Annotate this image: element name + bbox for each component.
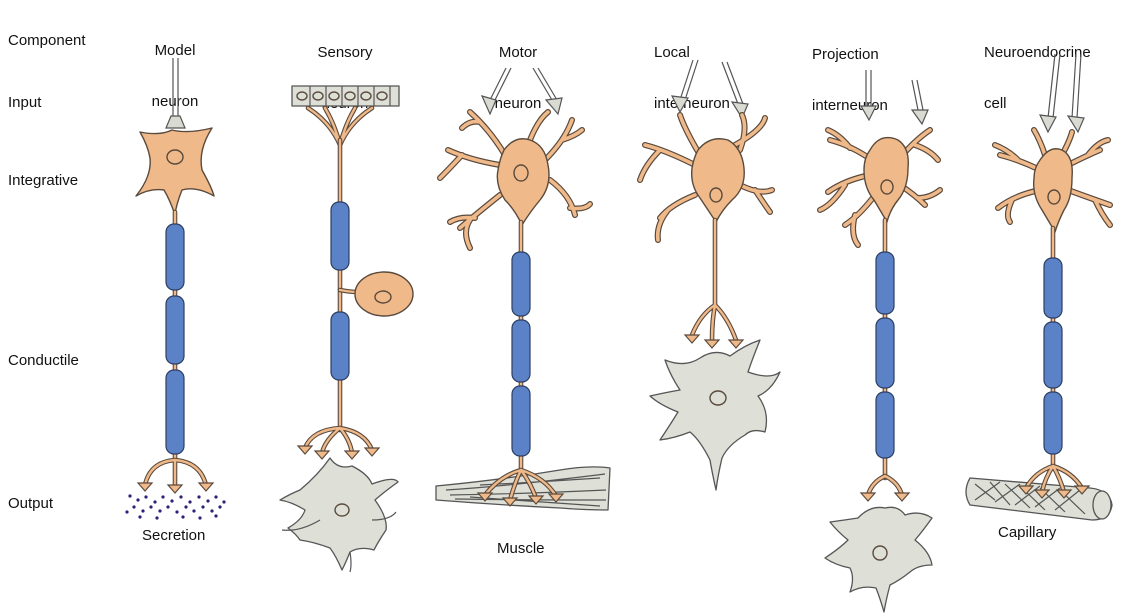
myelin-segment	[166, 224, 184, 290]
myelin-segment	[331, 312, 349, 380]
soma	[355, 272, 413, 316]
myelin-segment	[876, 252, 894, 314]
input-synapse	[482, 96, 496, 114]
input-synapse	[1040, 115, 1056, 132]
axon-terminals	[861, 493, 909, 501]
myelin-segment	[166, 296, 184, 364]
secretion-dots	[125, 494, 225, 519]
axon-terminals	[138, 483, 213, 493]
input-synapse	[912, 110, 928, 124]
myelin-segment	[512, 386, 530, 456]
capillary-lumen	[1093, 491, 1111, 519]
local-interneuron	[640, 60, 780, 490]
sensory-neuron	[280, 86, 413, 572]
input-synapse	[672, 96, 688, 112]
soma	[136, 128, 214, 215]
myelin-segment	[1044, 258, 1062, 318]
model-neuron	[125, 58, 225, 520]
soma	[497, 139, 549, 225]
input-synapse	[166, 116, 185, 128]
myelin-segment	[876, 318, 894, 388]
axon-terminal-branches	[145, 460, 206, 487]
target-neuron	[650, 340, 780, 490]
myelin-segment	[1044, 392, 1062, 454]
capillary	[966, 478, 1112, 520]
target-neuron	[280, 458, 398, 570]
projection-interneuron	[820, 70, 940, 612]
myelin-segment	[512, 252, 530, 316]
motor-neuron	[436, 68, 610, 510]
myelin-segment	[1044, 322, 1062, 388]
soma	[692, 139, 745, 222]
axon-terminals	[298, 446, 379, 459]
myelin-segment	[876, 392, 894, 458]
myelin-segment	[512, 320, 530, 382]
neuroendocrine-cell	[966, 54, 1112, 520]
myelin-segment	[331, 202, 349, 270]
myelin-segment	[166, 370, 184, 454]
input-synapse	[861, 106, 876, 120]
